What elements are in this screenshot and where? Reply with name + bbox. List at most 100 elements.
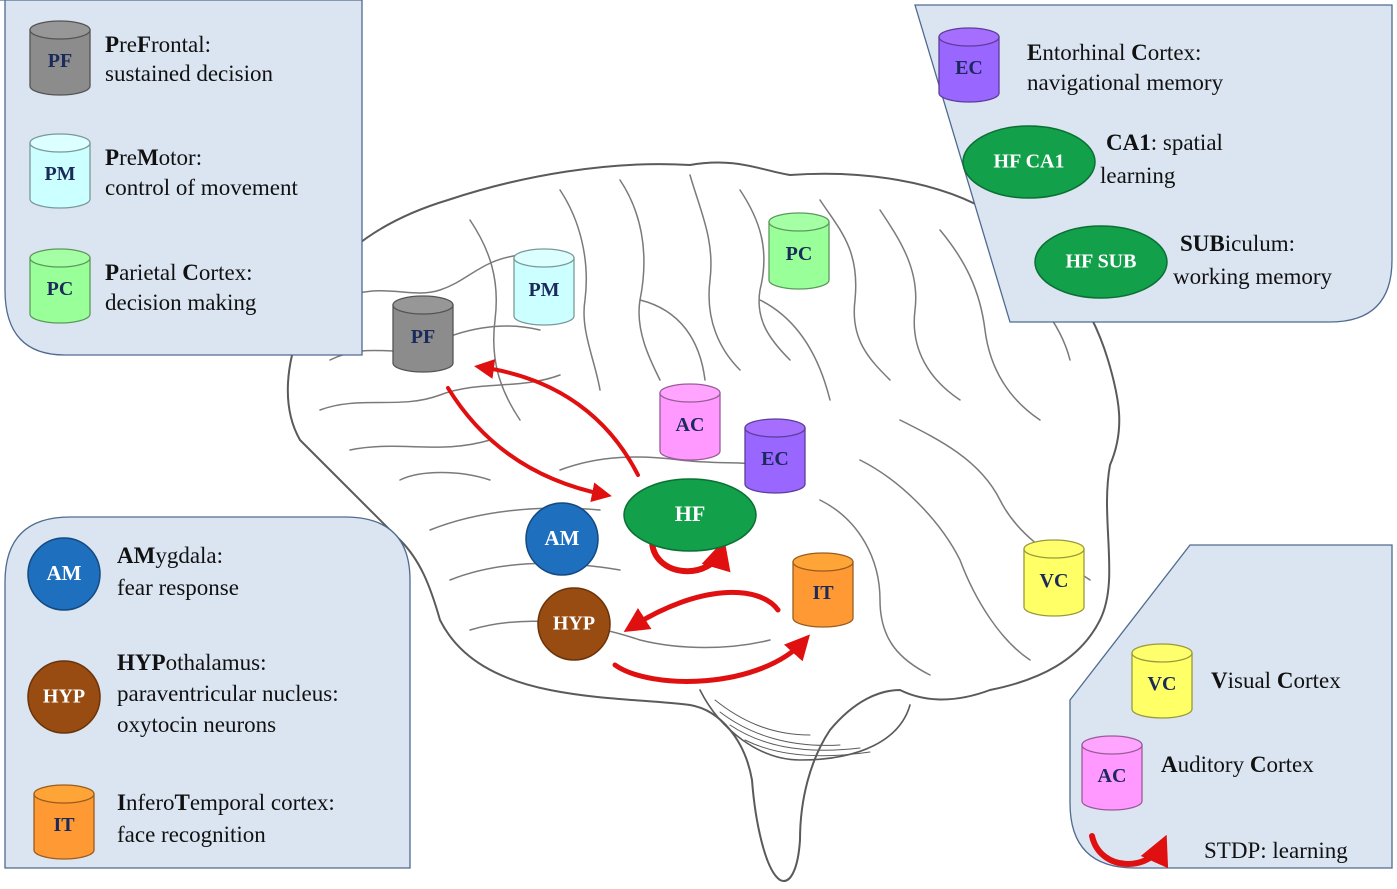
stdp-arrow-pf-to-hf (446, 386, 612, 503)
hyp-node-label: HYP (553, 613, 595, 635)
it-cylinder-top (33, 784, 95, 804)
ca1-legend-title: CA1: spatial (1106, 130, 1223, 155)
ec-legend-icon: EC (938, 27, 1000, 103)
pc-cylinder-body (29, 257, 91, 324)
it-legend-desc: face recognition (117, 822, 266, 847)
pf-cylinder-label: PF (411, 326, 435, 348)
it-legend-icon: IT (33, 784, 95, 860)
hf-node: HF (623, 478, 757, 552)
stdp-legend-arrow-icon (1089, 833, 1169, 869)
ec-cylinder-top (744, 418, 806, 438)
vc-cylinder-top (1023, 539, 1085, 559)
hf-ca1-legend-icon: HF CA1 (962, 125, 1096, 199)
hf-ca1-legend-label: HF CA1 (994, 151, 1065, 173)
ac-node: AC (659, 383, 721, 461)
pc-legend-title: Parietal Cortex: (105, 260, 253, 285)
pc-cylinder-body (768, 221, 830, 290)
pf-cylinder-top (29, 20, 91, 40)
ac-cylinder-label: AC (676, 414, 705, 436)
ac-cylinder-top (1081, 735, 1143, 755)
pm-cylinder-body (29, 142, 91, 209)
hyp-legend-label: HYP (43, 686, 85, 708)
it-cylinder-top (792, 552, 854, 572)
pc-cylinder-top (768, 212, 830, 232)
hyp-legend-icon: HYP (27, 660, 101, 734)
ac-cylinder-body (1081, 744, 1143, 811)
it-cylinder-body (792, 561, 854, 628)
ec-cylinder-body (744, 427, 806, 494)
pm-node: PM (513, 248, 575, 326)
sub-legend-desc: working memory (1173, 264, 1333, 289)
stdp-legend-label: STDP: learning (1204, 838, 1348, 863)
hf-sub-legend-icon: HF SUB (1034, 225, 1168, 299)
stdp-arrow-hf-loop (649, 537, 731, 574)
ac-legend-title: Auditory Cortex (1161, 752, 1314, 777)
ec-legend-title: Entorhinal Cortex: (1027, 40, 1201, 65)
ac-cylinder-body (659, 392, 721, 461)
vc-cylinder-body (1131, 652, 1193, 719)
pm-legend-icon: PM (29, 133, 91, 209)
vc-cylinder-label: VC (1148, 673, 1177, 695)
legend-panel-top-right (914, 4, 1393, 323)
pm-legend-title: PreMotor: (105, 145, 202, 170)
pf-cylinder-body (29, 29, 91, 96)
ac-cylinder-top (659, 383, 721, 403)
am-legend-title: AMygdala: (117, 543, 223, 568)
legend-panel-bottom-right (1069, 544, 1393, 869)
stdp-arrow-it-to-hyp (623, 589, 781, 633)
pc-legend-desc: decision making (105, 290, 257, 315)
am-legend-icon: AM (27, 537, 101, 611)
am-legend-label: AM (47, 561, 82, 585)
pf-cylinder-label: PF (48, 50, 72, 72)
ec-cylinder-label: EC (761, 448, 789, 470)
pf-legend-desc: sustained decision (105, 61, 273, 86)
am-legend-desc: fear response (117, 575, 239, 600)
hf-sub-legend-label: HF SUB (1066, 251, 1137, 273)
hyp-legend-desc2: oxytocin neurons (117, 712, 276, 737)
hyp-legend-title: HYPothalamus: (117, 650, 267, 675)
pf-node: PF (392, 295, 454, 373)
pm-cylinder-label: PM (44, 163, 75, 185)
pf-legend-icon: PF (29, 20, 91, 96)
ec-node: EC (744, 418, 806, 494)
pc-cylinder-label: PC (47, 278, 74, 300)
pf-cylinder-top (392, 295, 454, 315)
pm-legend-desc: control of movement (105, 175, 299, 200)
hyp-node: HYP (537, 587, 611, 661)
it-legend-title: InferoTemporal cortex: (117, 790, 335, 815)
vc-legend-icon: VC (1131, 643, 1193, 719)
it-cylinder-label: IT (812, 582, 834, 604)
ec-cylinder-top (938, 27, 1000, 47)
it-node: IT (792, 552, 854, 628)
vc-node: VC (1023, 539, 1085, 617)
pc-legend-icon: PC (29, 248, 91, 324)
it-cylinder-body (33, 793, 95, 860)
vc-cylinder-label: VC (1040, 570, 1069, 592)
pc-node: PC (768, 212, 830, 290)
pc-cylinder-top (29, 248, 91, 268)
stdp-arrows (446, 359, 811, 684)
pf-cylinder-body (392, 304, 454, 373)
hyp-legend-desc: paraventricular nucleus: (117, 681, 339, 706)
vc-legend-title: Visual Cortex (1211, 668, 1341, 693)
ec-cylinder-body (938, 36, 1000, 103)
legend-panel-bottom-left (4, 516, 411, 869)
vc-cylinder-body (1023, 548, 1085, 617)
pm-cylinder-label: PM (528, 279, 559, 301)
stdp-arrow-hf-to-pf (474, 359, 640, 477)
sub-legend-title: SUBiculum: (1180, 231, 1295, 256)
ec-legend-desc: navigational memory (1027, 70, 1224, 95)
pf-legend-title: PreFrontal: (105, 32, 211, 57)
vc-cylinder-top (1131, 643, 1193, 663)
ac-legend-icon: AC (1081, 735, 1143, 811)
ac-cylinder-label: AC (1098, 765, 1127, 787)
am-node-label: AM (545, 526, 580, 550)
stdp-arrow-hyp-to-it (612, 634, 811, 684)
hf-node-label: HF (675, 501, 706, 526)
pm-cylinder-top (513, 248, 575, 268)
pc-cylinder-label: PC (786, 243, 813, 265)
brain-outline (286, 161, 1121, 882)
it-cylinder-label: IT (53, 814, 75, 836)
pm-cylinder-body (513, 257, 575, 326)
